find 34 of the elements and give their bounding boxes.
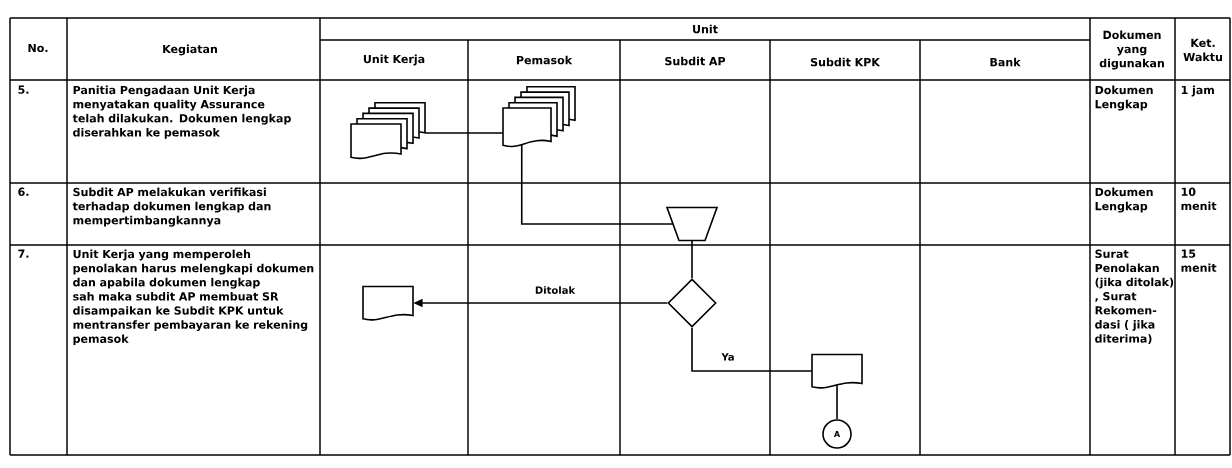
duration: 1 jam bbox=[1181, 85, 1214, 97]
column-header: Subdit KPK bbox=[810, 57, 881, 67]
document-name: Surat Penolakan (jika ditolak) , Surat Rekomen-dasi ( jika diterima) bbox=[1095, 249, 1174, 345]
column-header: Kegiatan bbox=[163, 44, 217, 56]
column-header: Pemasok bbox=[516, 55, 573, 65]
row-number: 7. bbox=[18, 249, 29, 258]
column-header: No. bbox=[28, 43, 48, 53]
column-header: Unit bbox=[693, 24, 718, 34]
connector-line bbox=[520, 143, 674, 225]
column-header: Subdit AP bbox=[665, 56, 726, 66]
document-name: Dokumen Lengkap bbox=[1095, 187, 1153, 213]
activity-text: Panitia Pengadaan Unit Kerja menyatakan quality Assurance telah dilakukan. Dokumen lengkap diserahkan ke pemasok bbox=[72, 85, 291, 139]
connector-line bbox=[691, 239, 693, 279]
document-name: Dokumen Lengkap bbox=[1095, 85, 1153, 111]
document-symbol bbox=[811, 353, 863, 389]
document-symbol bbox=[362, 285, 414, 321]
connector-line bbox=[424, 132, 504, 134]
document-stack-symbol bbox=[502, 86, 576, 148]
edge-label: Ya bbox=[720, 351, 736, 363]
row-number: 6. bbox=[18, 187, 29, 196]
connector-line bbox=[836, 383, 838, 420]
activity-text: Subdit AP melakukan verifikasi terhadap dokumen lengkap dan mempertimbangkannya bbox=[72, 187, 271, 227]
duration: 10 menit bbox=[1181, 187, 1217, 211]
duration: 15 menit bbox=[1181, 249, 1217, 272]
column-header: Ket. Waktu bbox=[1183, 38, 1222, 62]
decision-diamond bbox=[667, 278, 717, 328]
column-header: Unit Kerja bbox=[363, 54, 425, 66]
column-header: Dokumen yang digunakan bbox=[1099, 30, 1164, 70]
row-number: 5. bbox=[18, 85, 29, 94]
connector-line bbox=[691, 327, 813, 372]
column-header: Bank bbox=[990, 57, 1021, 67]
document-stack-symbol bbox=[350, 102, 426, 160]
activity-text: Unit Kerja yang memperoleh penolakan harus melengkapi dokumen dan apabila dokumen lengkap sah maka subdit AP membuat SR disampaikan ke Subdit KPK untuk mentransfer pembayaran ke rekening pemasok bbox=[73, 249, 314, 346]
edge-label: Ditolak bbox=[533, 284, 577, 296]
